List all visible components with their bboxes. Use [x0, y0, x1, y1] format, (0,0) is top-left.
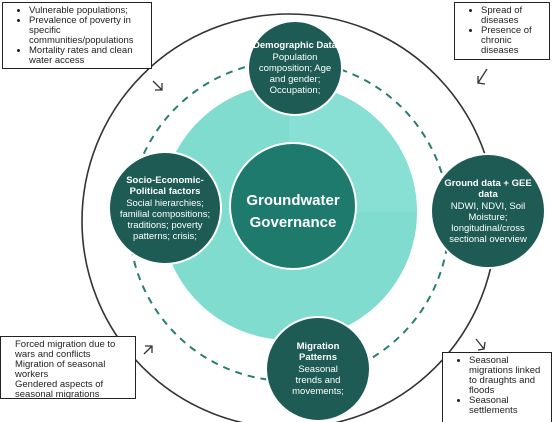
note-bottom-right-item: Seasonal settlements	[469, 396, 547, 416]
note-bottom-left-item: Migration of seasonal workers	[15, 359, 106, 380]
node-ground-data: Ground data + GEE data NDWI, NDVI, Soil …	[430, 153, 546, 269]
node-demographic: Demographic Data Population composition;…	[247, 20, 343, 116]
note-bottom-right: Seasonal migrations linked to draughts a…	[442, 352, 552, 422]
node-migration-body: Seasonal trends and movements;	[292, 364, 344, 397]
note-top-right: Spread of diseases Presence of chronic d…	[454, 2, 550, 60]
note-top-left-item: Prevalence of poverty in specific commun…	[29, 16, 147, 46]
note-top-right-item: Spread of diseases	[481, 6, 545, 26]
arrowhead-bottom-left	[145, 345, 153, 353]
arrowhead-top-left	[155, 83, 163, 91]
note-top-left-item: Vulnerable populations;	[29, 6, 147, 16]
node-migration: Migration Patterns Seasonal trends and m…	[265, 316, 371, 422]
arrow-top-right	[477, 68, 488, 84]
note-bottom-left-item: Forced migration due to wars and conflic…	[15, 339, 116, 360]
note-top-left-item: Mortality rates and clean water access	[29, 46, 147, 66]
node-socio-title: Socio-Economic-Political factors	[126, 174, 204, 197]
node-ground-title: Ground data + GEE data	[444, 177, 532, 200]
note-top-left: Vulnerable populations; Prevalence of po…	[2, 2, 152, 69]
node-socio-body: Social hierarchies; familial composition…	[119, 197, 211, 242]
arrow-bottom-right	[475, 338, 485, 350]
node-ground-body: NDWI, NDVI, Soil Moisture; longitudinal/…	[449, 200, 527, 245]
center-title: Groundwater Governance	[246, 192, 340, 231]
node-demographic-title: Demographic Data	[253, 40, 337, 51]
arrowhead-bottom-right	[477, 341, 486, 351]
note-bottom-left-item: Gendered aspects of seasonal migrations	[15, 379, 104, 400]
note-top-right-item: Presence of chronic diseases	[481, 26, 545, 56]
node-socio-economic: Socio-Economic-Political factors Social …	[108, 151, 222, 265]
node-migration-title: Migration Patterns	[296, 341, 340, 363]
arrow-bottom-left	[143, 345, 153, 355]
node-demographic-body: Population composition; Age and gender; …	[258, 52, 332, 96]
arrow-top-left	[152, 80, 163, 91]
note-bottom-left: Forced migration due to wars and conflic…	[0, 336, 136, 400]
arrowhead-top-right	[477, 76, 486, 85]
center-circle	[229, 142, 357, 270]
note-bottom-right-item: Seasonal migrations linked to draughts a…	[469, 356, 547, 396]
